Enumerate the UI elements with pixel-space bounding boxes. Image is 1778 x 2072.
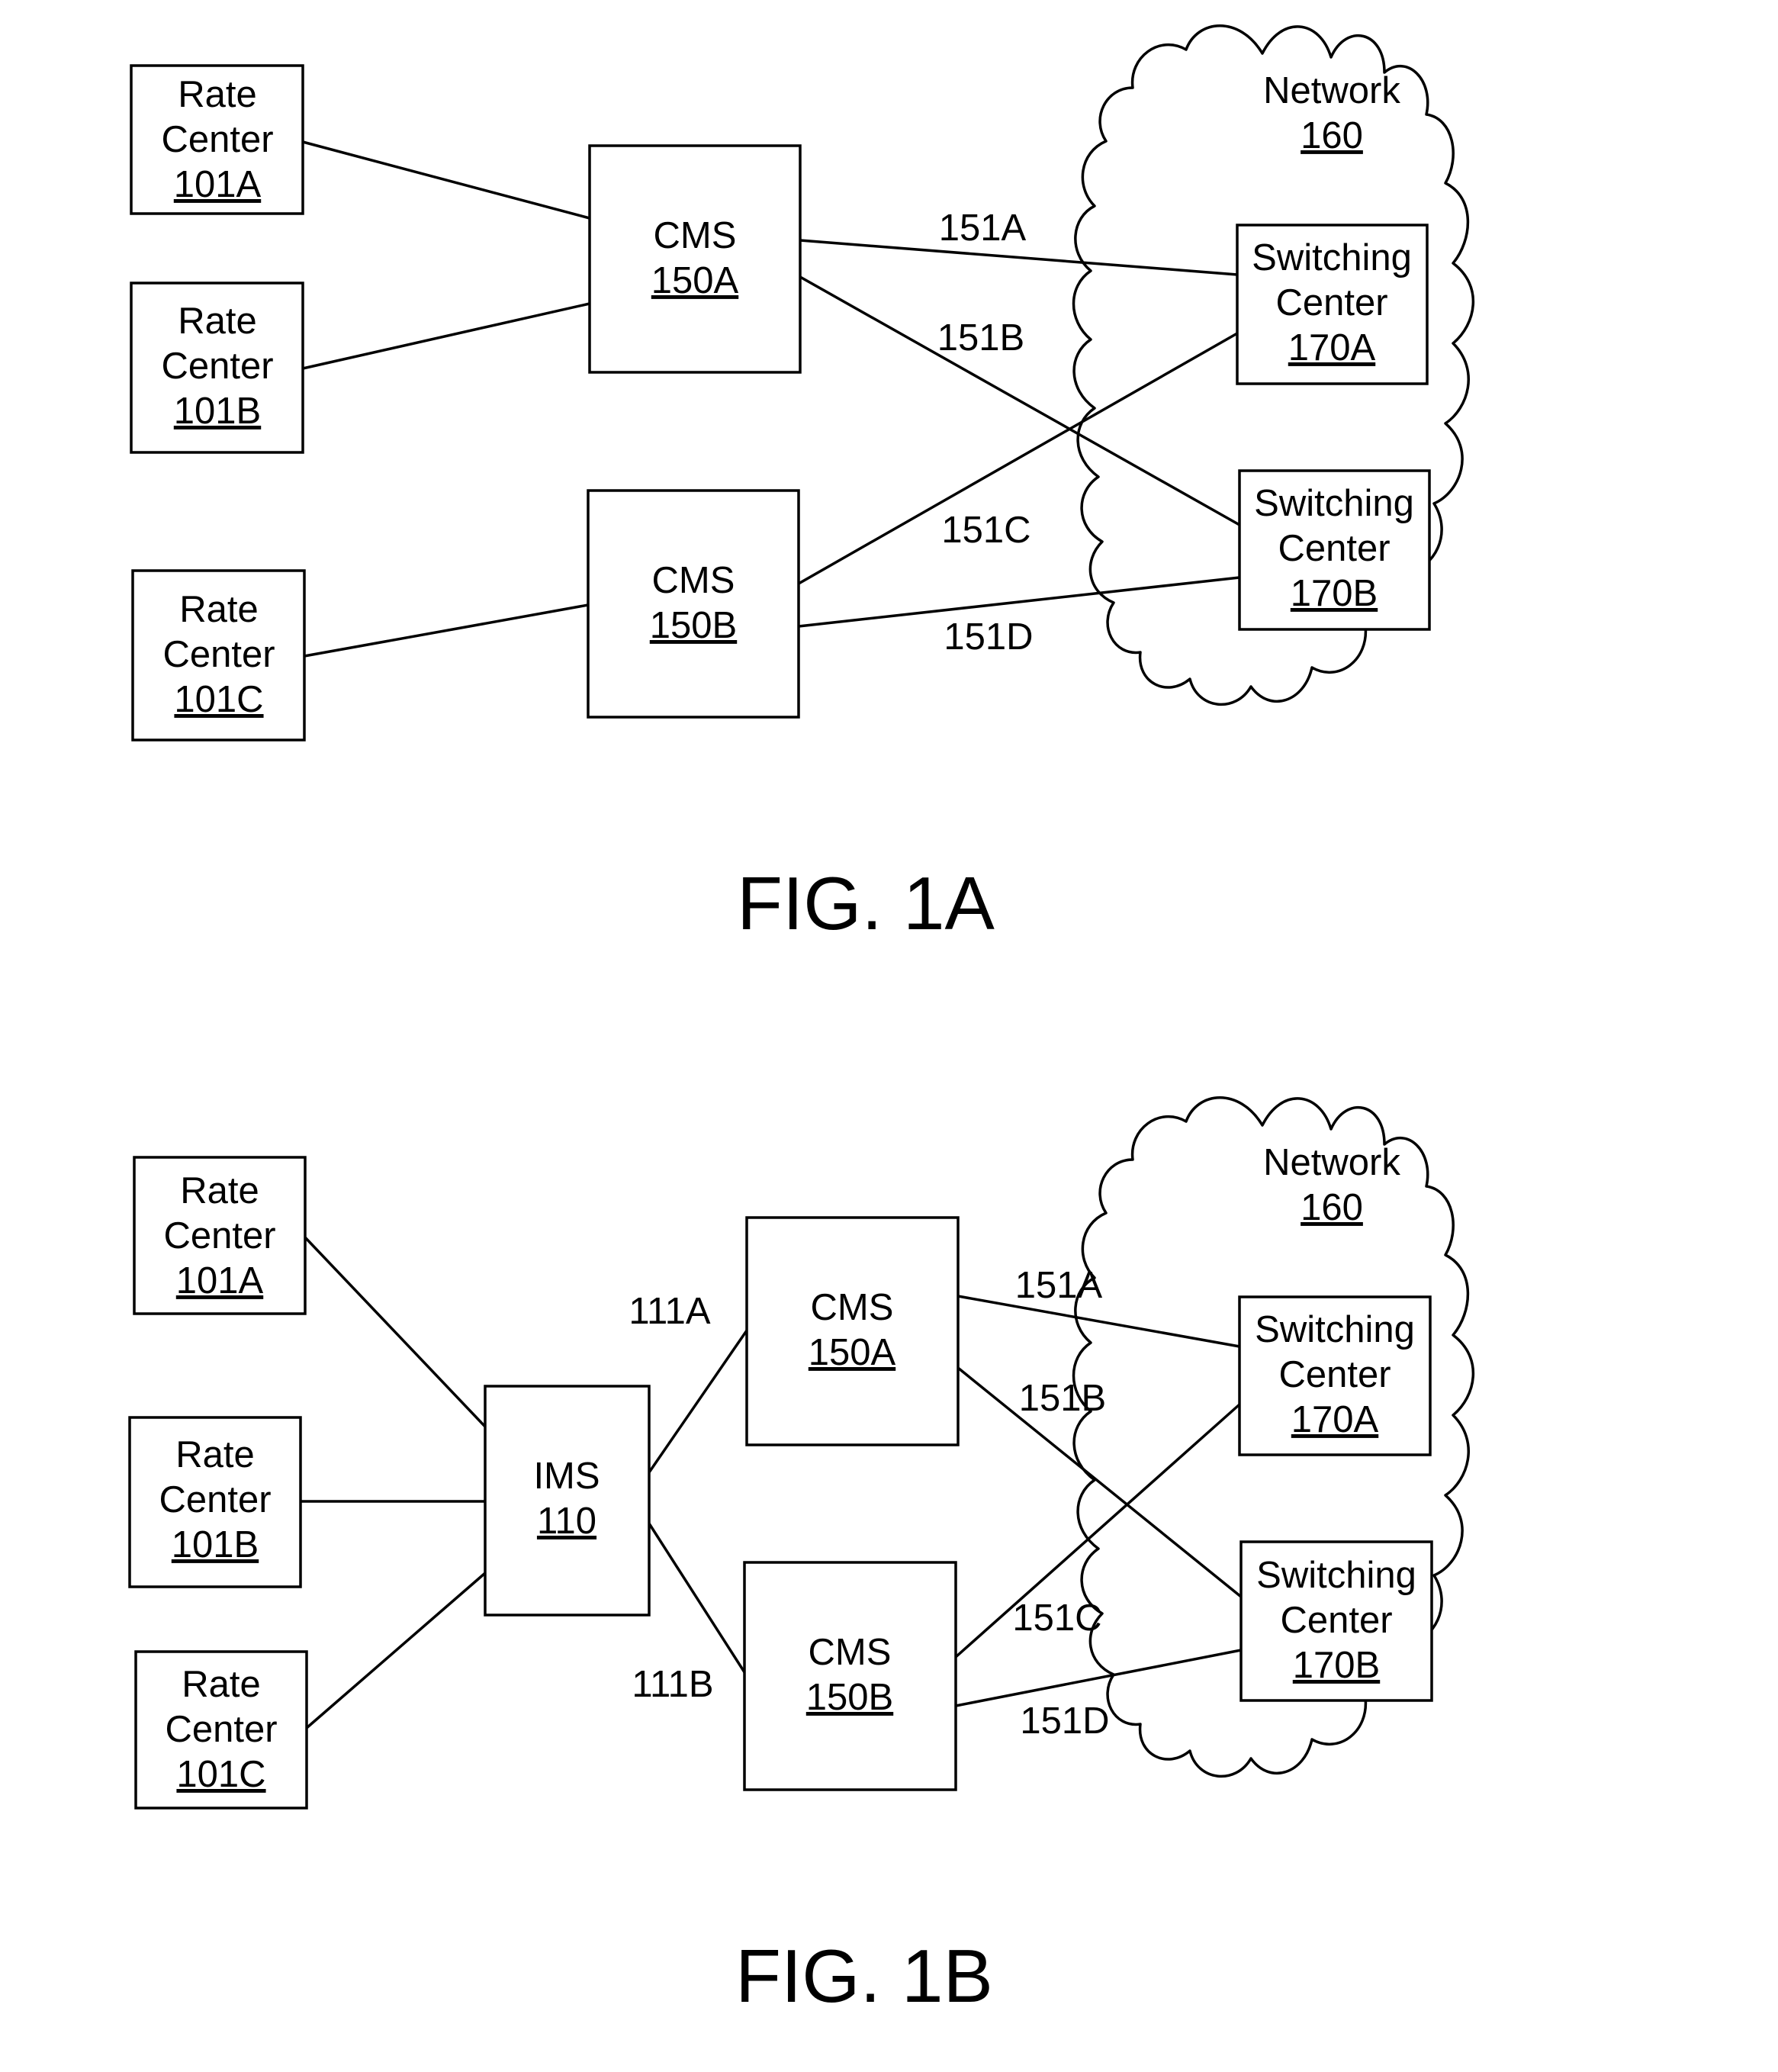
rate-center-label: Rate	[178, 301, 257, 342]
link-label-151d: 151D	[1020, 1700, 1109, 1742]
cms-150a-1a: CMS 150A	[590, 146, 800, 372]
network-ref: 160	[1301, 1187, 1363, 1228]
rate-center-101a-1a: Rate Center 101A	[131, 66, 303, 214]
figure-1a: Rate Center 101A Rate Center 101B Rate C…	[131, 26, 1473, 945]
switching-center-ref: 170B	[1293, 1645, 1380, 1686]
rate-center-101a-1b: Rate Center 101A	[134, 1157, 305, 1314]
switching-center-label: Center	[1278, 528, 1390, 569]
link-101a-150a	[303, 142, 590, 218]
figure-1b: Rate Center 101A Rate Center 101B Rate C…	[130, 1098, 1473, 2018]
rate-center-label: Rate	[182, 1664, 261, 1705]
link-label-151b: 151B	[937, 317, 1024, 359]
rate-center-label: Center	[161, 119, 273, 160]
rate-center-label: Center	[165, 1709, 277, 1750]
link-label-151b: 151B	[1019, 1378, 1106, 1419]
switching-center-label: Center	[1278, 1354, 1391, 1395]
ims-label: IMS	[533, 1456, 600, 1497]
rate-center-label: Rate	[179, 589, 259, 630]
figure-caption-1b: FIG. 1B	[735, 1934, 993, 2018]
cms-ref: 150A	[651, 260, 739, 301]
ims-ref: 110	[537, 1501, 596, 1542]
rate-center-ref: 101B	[172, 1524, 259, 1565]
figure-caption-1a: FIG. 1A	[737, 861, 995, 945]
cms-label: CMS	[654, 215, 737, 256]
link-111b	[649, 1523, 744, 1672]
rate-center-101b-1a: Rate Center 101B	[131, 283, 303, 452]
rate-center-label: Center	[161, 346, 273, 387]
link-label-151c: 151C	[1012, 1597, 1101, 1639]
cms-150b-1a: CMS 150B	[588, 491, 799, 717]
cms-label: CMS	[652, 560, 735, 601]
rate-center-label: Rate	[175, 1434, 255, 1475]
switching-center-label: Switching	[1254, 483, 1414, 524]
link-101a-ims	[305, 1237, 485, 1427]
link-111a	[649, 1330, 747, 1472]
switching-center-ref: 170A	[1291, 1399, 1379, 1440]
network-label: Network	[1263, 1142, 1400, 1183]
rate-center-101c-1b: Rate Center 101C	[136, 1652, 307, 1808]
rate-center-label: Rate	[178, 74, 257, 115]
switching-center-label: Switching	[1256, 1555, 1416, 1596]
rate-center-101c-1a: Rate Center 101C	[133, 571, 304, 740]
switching-center-label: Center	[1275, 282, 1387, 323]
rate-center-label: Rate	[180, 1170, 259, 1211]
rate-center-label: Center	[159, 1479, 271, 1520]
cms-150b-1b: CMS 150B	[744, 1562, 956, 1790]
switching-center-label: Switching	[1255, 1309, 1415, 1350]
rate-center-label: Center	[162, 634, 275, 675]
rate-center-ref: 101C	[174, 679, 263, 720]
cms-ref: 150B	[650, 605, 737, 646]
switching-center-label: Center	[1280, 1600, 1392, 1641]
rate-center-ref: 101B	[174, 391, 261, 432]
switching-center-label: Switching	[1252, 237, 1412, 278]
cms-label: CMS	[809, 1632, 892, 1673]
network-ref: 160	[1301, 115, 1363, 156]
link-label-151c: 151C	[941, 510, 1030, 551]
rate-center-ref: 101A	[176, 1260, 264, 1301]
rate-center-101b-1b: Rate Center 101B	[130, 1417, 301, 1587]
switching-center-170a-1a: Switching Center 170A	[1237, 225, 1427, 384]
cms-ref: 150A	[809, 1332, 896, 1373]
link-101c-150b	[304, 605, 588, 656]
ims-110: IMS 110	[485, 1386, 649, 1615]
rate-center-label: Center	[163, 1215, 275, 1256]
link-label-111b: 111B	[632, 1664, 713, 1705]
rate-center-ref: 101C	[176, 1754, 265, 1795]
rate-center-ref: 101A	[174, 164, 262, 205]
cms-label: CMS	[811, 1287, 894, 1328]
switching-center-ref: 170B	[1291, 573, 1378, 614]
network-label: Network	[1263, 70, 1400, 111]
link-label-151a: 151A	[1015, 1265, 1103, 1306]
cms-ref: 150B	[806, 1677, 893, 1718]
link-label-151d: 151D	[944, 616, 1033, 658]
link-label-151a: 151A	[939, 208, 1027, 249]
switching-center-ref: 170A	[1288, 327, 1376, 368]
link-label-111a: 111A	[629, 1291, 710, 1332]
switching-center-170b-1a: Switching Center 170B	[1239, 471, 1429, 629]
link-101b-150a	[303, 304, 590, 368]
link-101c-ims	[307, 1573, 485, 1728]
switching-center-170a-1b: Switching Center 170A	[1239, 1297, 1430, 1455]
cms-150a-1b: CMS 150A	[747, 1218, 958, 1445]
switching-center-170b-1b: Switching Center 170B	[1241, 1542, 1432, 1700]
